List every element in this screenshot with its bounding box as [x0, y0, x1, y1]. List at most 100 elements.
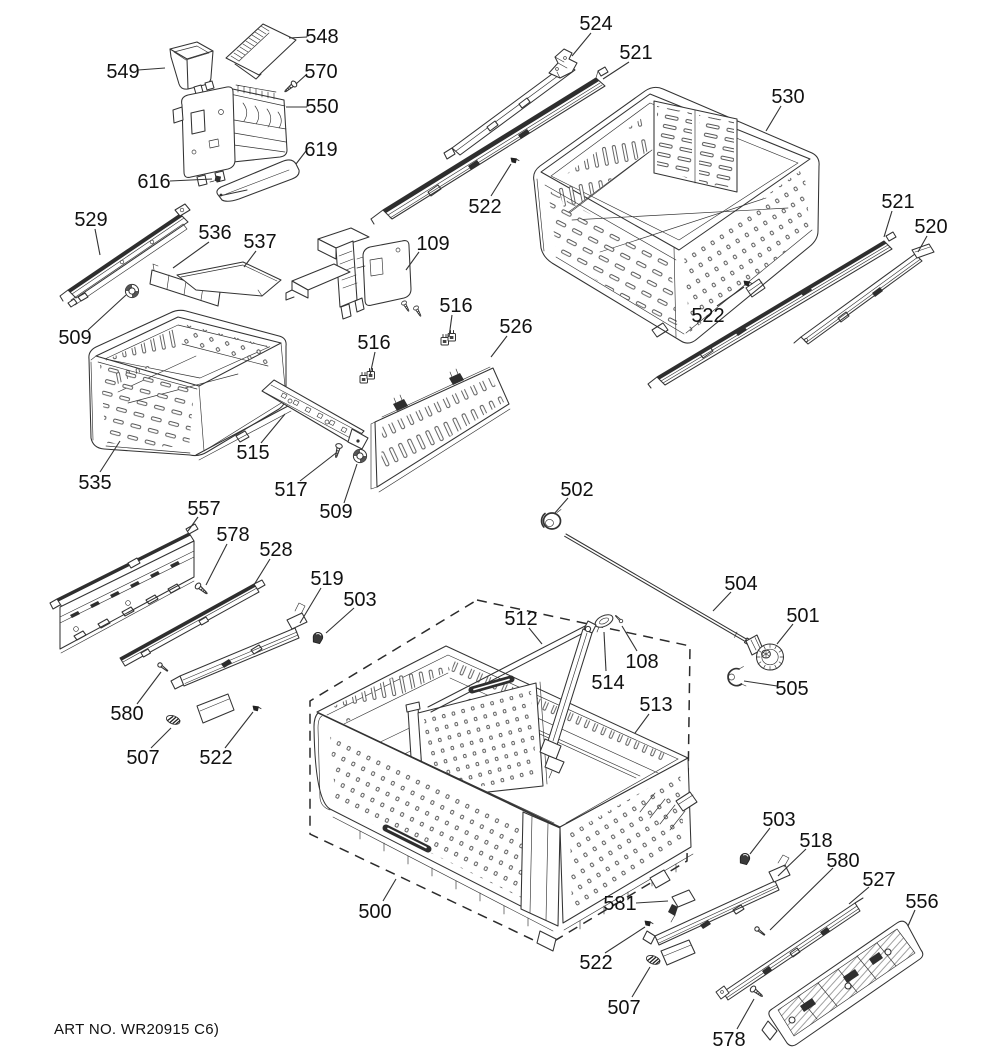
part-108-screw — [613, 613, 624, 624]
part-501-knob — [745, 634, 785, 671]
leader-line-520-11 — [917, 235, 928, 253]
part-507-spring-left — [164, 713, 182, 727]
leader-line-518-43 — [777, 848, 807, 877]
part-509-roller-right — [352, 448, 368, 464]
leader-line-509-16 — [87, 294, 127, 331]
part-527-rail — [715, 897, 864, 1001]
leader-line-578-36 — [205, 543, 228, 586]
leader-line-549-0 — [137, 67, 166, 71]
leader-line-556-46 — [907, 909, 916, 927]
part-502-cap — [540, 509, 562, 530]
part-548-rake — [225, 23, 297, 80]
leader-line-524-6 — [571, 32, 592, 57]
part-500-basket-front — [313, 711, 698, 952]
leader-line-581-47 — [635, 900, 669, 904]
part-label-570-2: 570 — [304, 61, 337, 83]
part-524-bracket — [443, 48, 578, 160]
leader-line-509-24 — [343, 463, 358, 504]
leader-line-536-14 — [172, 241, 210, 269]
part-label-514-30: 514 — [591, 672, 624, 694]
part-label-501-27: 501 — [786, 605, 819, 627]
part-label-509-24: 509 — [319, 501, 352, 523]
leader-line-616-5 — [169, 178, 213, 182]
part-label-522-41: 522 — [199, 747, 232, 769]
part-label-505-28: 505 — [775, 678, 808, 700]
part-label-507-40: 507 — [126, 747, 159, 769]
part-535-basket — [88, 309, 292, 461]
leader-line-521-7 — [602, 61, 630, 80]
part-528-rail — [119, 579, 266, 667]
part-516-clip-left — [359, 367, 376, 384]
part-549-ice-bin — [169, 41, 215, 95]
part-label-522-12: 522 — [691, 305, 724, 327]
part-616-screw — [209, 175, 222, 183]
part-label-530-9: 530 — [771, 86, 804, 108]
part-label-528-37: 528 — [259, 539, 292, 561]
part-label-550-3: 550 — [305, 96, 338, 118]
leader-line-522-41 — [224, 711, 254, 749]
part-label-580-39: 580 — [110, 703, 143, 725]
part-label-109-17: 109 — [416, 233, 449, 255]
part-label-581-47: 581 — [603, 893, 636, 915]
part-518-slide — [642, 854, 791, 966]
part-505-clip — [727, 666, 747, 687]
part-label-504-26: 504 — [724, 573, 757, 595]
leader-line-570-2 — [295, 73, 308, 85]
part-label-580-44: 580 — [826, 850, 859, 872]
part-label-500-33: 500 — [358, 901, 391, 923]
leader-line-619-4 — [295, 150, 307, 165]
leader-line-516-18 — [448, 314, 453, 338]
part-label-535-21: 535 — [78, 472, 111, 494]
leader-line-517-23 — [299, 452, 337, 482]
part-557-bracket — [49, 523, 199, 654]
part-label-619-4: 619 — [304, 139, 337, 161]
part-label-515-22: 515 — [236, 442, 269, 464]
leader-line-557-35 — [187, 516, 199, 532]
part-580-pin-left — [156, 661, 170, 674]
part-label-522-8: 522 — [468, 196, 501, 218]
part-label-507-49: 507 — [607, 997, 640, 1019]
part-label-556-46: 556 — [905, 891, 938, 913]
art-number: ART NO. WR20915 C6) — [54, 1021, 220, 1038]
part-label-503-34: 503 — [343, 589, 376, 611]
leader-line-526-20 — [490, 335, 508, 358]
part-label-549-0: 549 — [106, 61, 139, 83]
part-522-clip-left — [252, 705, 262, 712]
leader-line-522-8 — [490, 163, 512, 197]
part-label-502-25: 502 — [560, 479, 593, 501]
leader-line-530-9 — [765, 105, 782, 132]
leader-line-512-31 — [528, 627, 543, 645]
part-530-basket — [533, 86, 820, 344]
part-109-bracket-assembly — [285, 227, 424, 320]
part-label-517-23: 517 — [274, 479, 307, 501]
part-label-616-5: 616 — [137, 171, 170, 193]
leader-line-578-50 — [736, 998, 755, 1030]
leader-line-522-48 — [604, 926, 646, 954]
leader-line-522-12 — [716, 286, 745, 307]
part-label-557-35: 557 — [187, 498, 220, 520]
leader-line-527-45 — [848, 886, 870, 905]
leader-line-537-15 — [243, 250, 257, 268]
part-517-screw — [332, 442, 344, 459]
leader-line-500-33 — [382, 878, 397, 902]
part-label-537-15: 537 — [243, 231, 276, 253]
leader-line-528-37 — [251, 558, 271, 589]
leader-line-519-38 — [299, 587, 322, 624]
part-507-spring-bottom — [644, 953, 662, 967]
part-520-slide-rail — [793, 243, 935, 345]
part-521-slide-rail-top — [370, 66, 609, 225]
part-label-527-45: 527 — [862, 869, 895, 891]
leader-line-507-40 — [150, 727, 172, 749]
part-label-512-31: 512 — [504, 608, 537, 630]
leader-line-548-1 — [288, 36, 308, 39]
part-label-516-18: 516 — [439, 295, 472, 317]
leader-line-503-34 — [325, 607, 355, 634]
part-label-536-14: 536 — [198, 222, 231, 244]
part-label-516-19: 516 — [357, 332, 390, 354]
callout-layer: 5495485705506196165245215225305215205225… — [58, 13, 947, 1051]
part-label-578-36: 578 — [216, 524, 249, 546]
part-529-rail — [59, 203, 191, 308]
part-label-548-1: 548 — [305, 26, 338, 48]
part-522-screw-bottom — [644, 920, 654, 927]
